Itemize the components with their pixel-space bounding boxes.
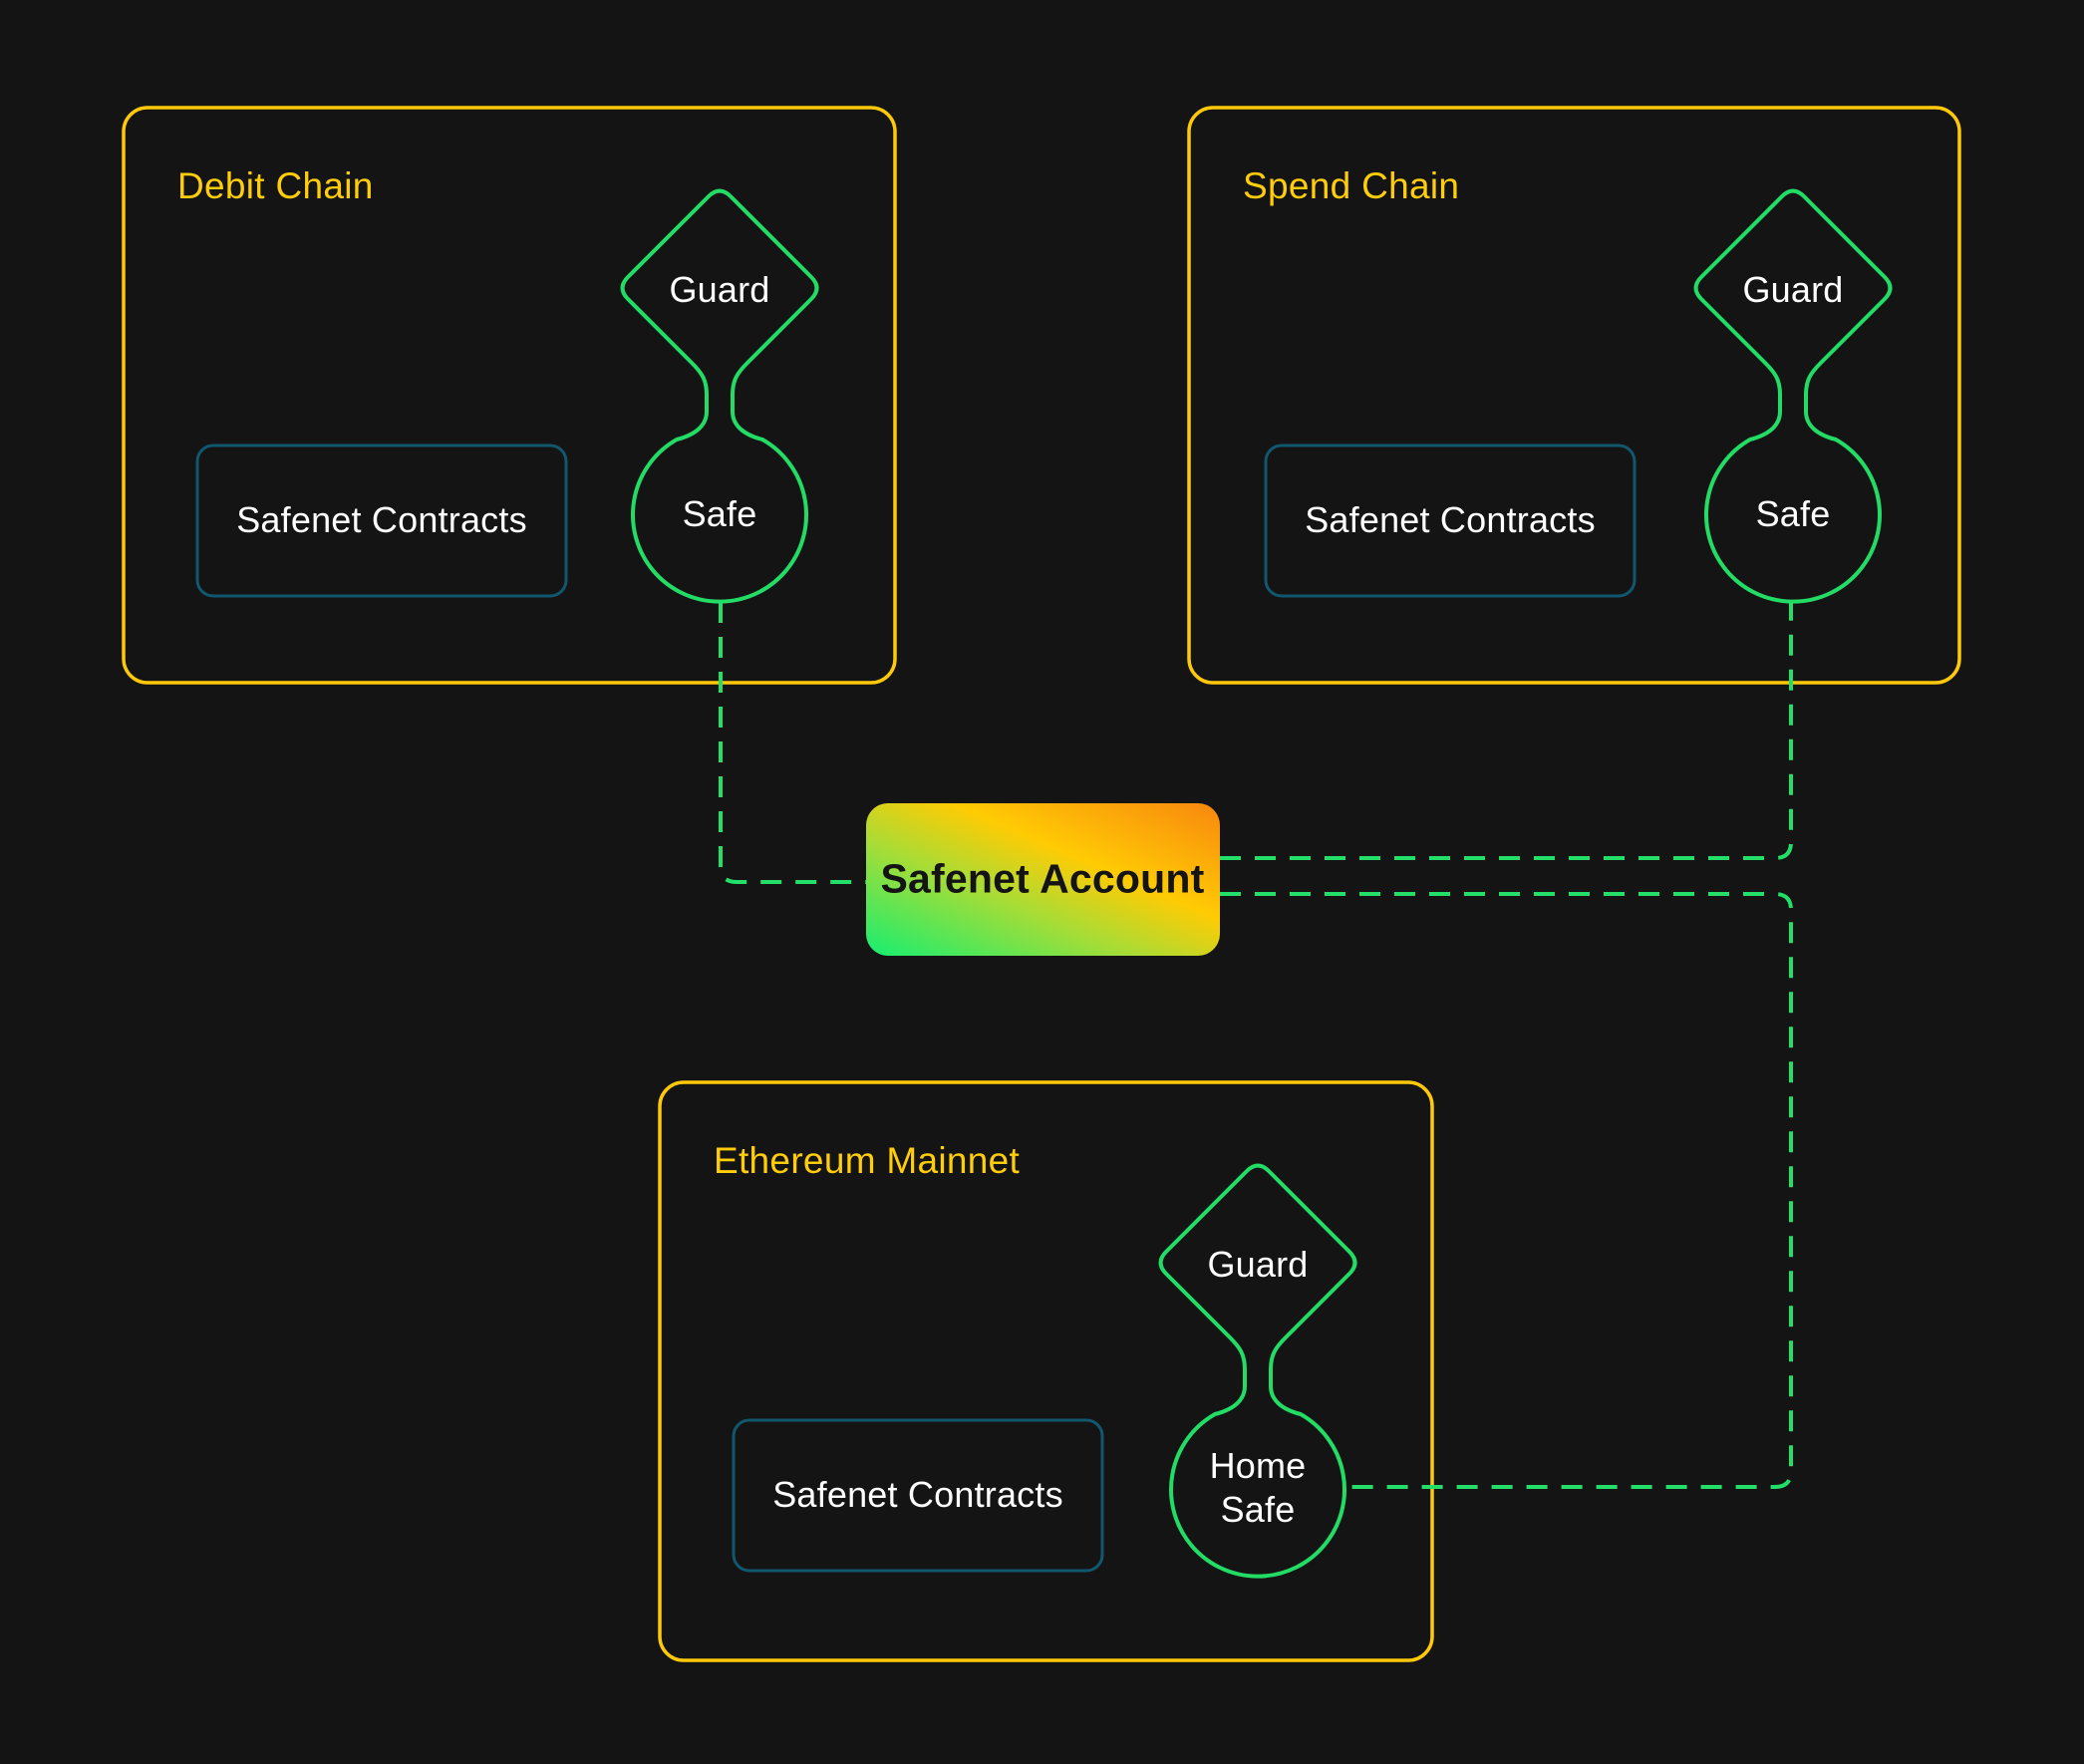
- spend-safe-to-account-connector: [1220, 602, 1793, 860]
- safenet-account-label: Safenet Account: [880, 855, 1205, 902]
- debit-contracts-label: Safenet Contracts: [236, 499, 527, 541]
- debit-chain-title: Debit Chain: [177, 165, 374, 206]
- spend-safe-label: Safe: [1755, 493, 1831, 535]
- mainnet-home-safe-label: Home Safe: [1209, 1445, 1307, 1530]
- mainnet-contracts-label: Safenet Contracts: [772, 1474, 1063, 1516]
- ethereum-mainnet-title: Ethereum Mainnet: [714, 1140, 1021, 1181]
- ethereum-mainnet-box: [658, 1080, 1434, 1662]
- account-to-home-safe-connector: [1220, 892, 1793, 1489]
- spend-contracts-label: Safenet Contracts: [1305, 499, 1596, 541]
- debit-guard-label: Guard: [669, 269, 770, 311]
- debit-contracts-box: [195, 443, 568, 598]
- spend-guard-label: Guard: [1742, 269, 1844, 311]
- spend-chain-box: [1187, 106, 1961, 685]
- safenet-account-card: [866, 803, 1220, 956]
- debit-safe-label: Safe: [682, 493, 757, 535]
- debit-chain-box: [122, 106, 897, 685]
- mainnet-contracts-box: [732, 1418, 1104, 1573]
- spend-contracts-box: [1264, 443, 1637, 598]
- mainnet-guard-label: Guard: [1207, 1244, 1309, 1286]
- spend-chain-title: Spend Chain: [1243, 165, 1460, 206]
- spend-guard-safe-shape: [1693, 188, 1893, 604]
- debit-safe-to-account-connector: [719, 602, 866, 884]
- debit-guard-safe-shape: [620, 188, 819, 604]
